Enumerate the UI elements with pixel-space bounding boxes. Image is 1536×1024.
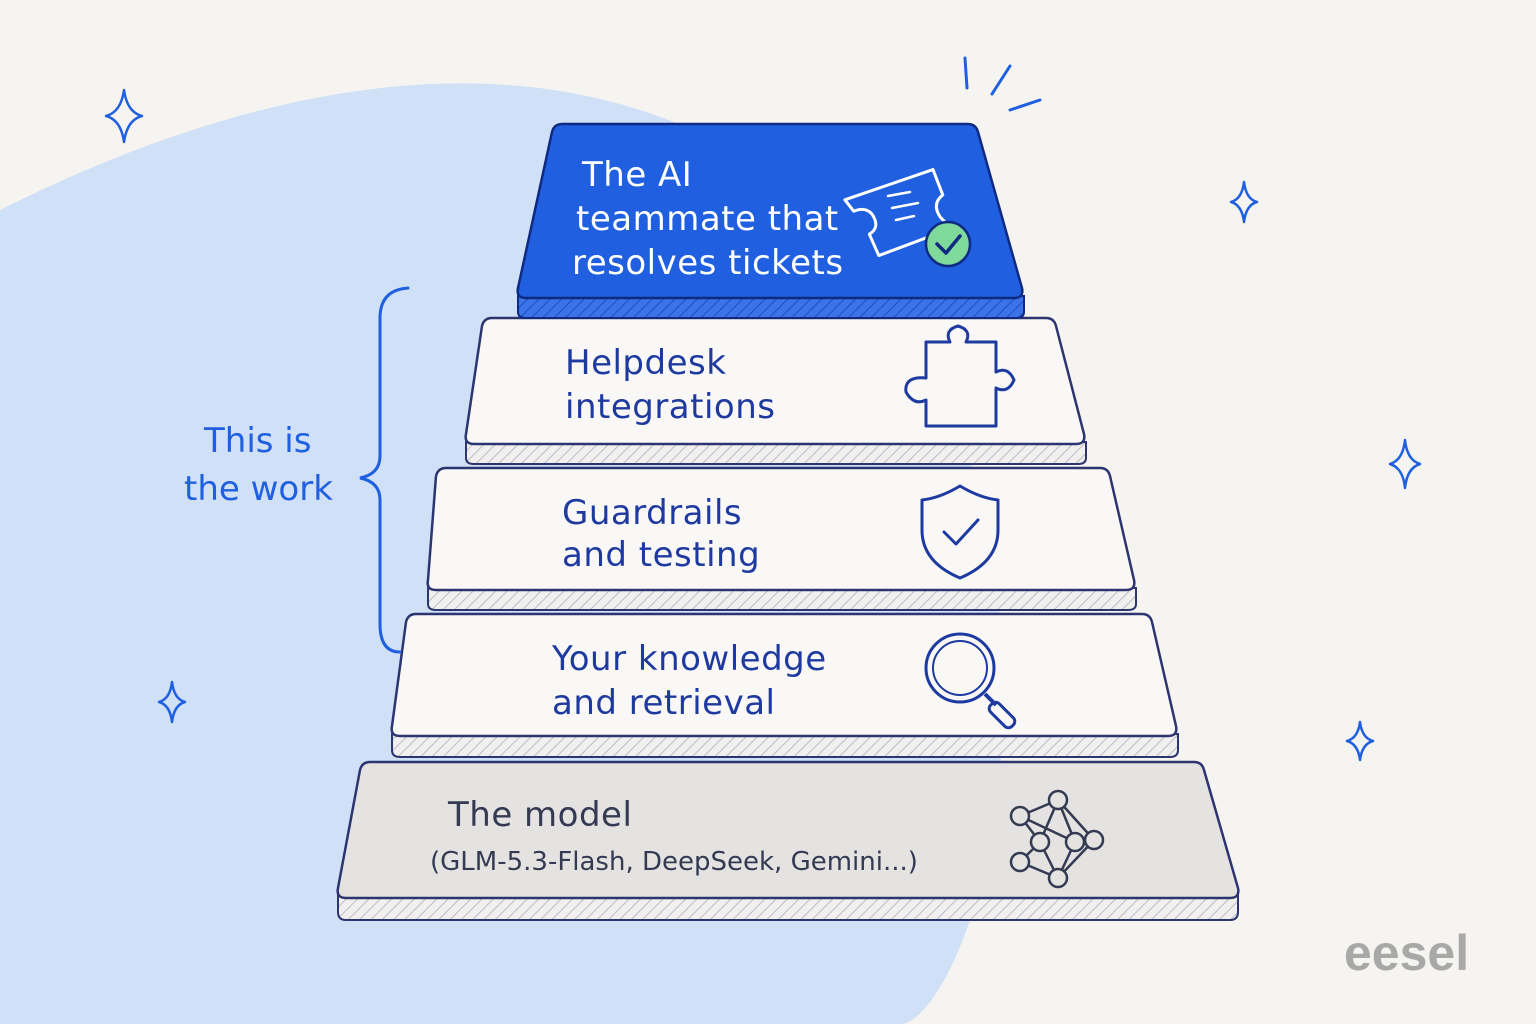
annotation-line1: This is bbox=[203, 421, 311, 461]
puzzle-piece-icon bbox=[904, 324, 1016, 428]
layer-top-line2: teammate that bbox=[576, 199, 839, 239]
layer-top[interactable]: The AI teammate that resolves tickets bbox=[516, 122, 1025, 319]
brand-logo[interactable]: eesel bbox=[1344, 925, 1469, 981]
layer-knowledge-line1: Your knowledge bbox=[551, 639, 827, 679]
check-badge-icon bbox=[924, 220, 972, 268]
sparkle-icon bbox=[157, 680, 187, 724]
layer-model-subtitle: (GLM-5.3-Flash, DeepSeek, Gemini...) bbox=[430, 847, 918, 877]
sparkle-icon bbox=[1229, 180, 1259, 224]
magnifier-icon bbox=[924, 632, 1017, 730]
layer-guardrails-line2: and testing bbox=[562, 535, 760, 575]
layer-guardrails-line1: Guardrails bbox=[562, 493, 742, 533]
layer-integrations: Helpdesk integrations bbox=[464, 316, 1087, 465]
sparkle-icon bbox=[104, 88, 144, 144]
layer-top-line1: The AI bbox=[581, 155, 692, 195]
curly-brace bbox=[359, 286, 410, 654]
neural-network-icon bbox=[1009, 789, 1105, 889]
sparkle-icon bbox=[1388, 438, 1422, 490]
sparkle-icon bbox=[1345, 720, 1375, 762]
layer-integrations-line1: Helpdesk bbox=[565, 343, 726, 383]
emphasis-lines bbox=[963, 56, 1042, 112]
layer-knowledge: Your knowledge and retrieval bbox=[390, 612, 1179, 758]
layer-guardrails: Guardrails and testing bbox=[426, 466, 1137, 611]
layer-model-title: The model bbox=[447, 795, 632, 835]
annotation-line2: the work bbox=[184, 469, 333, 509]
ticket-check-icon bbox=[843, 168, 972, 268]
layer-top-line3: resolves tickets bbox=[572, 243, 844, 283]
layer-model: The model (GLM-5.3-Flash, DeepSeek, Gemi… bbox=[336, 760, 1240, 921]
layer-integrations-line2: integrations bbox=[565, 387, 775, 427]
layer-knowledge-line2: and retrieval bbox=[552, 683, 776, 723]
shield-check-icon bbox=[920, 484, 1000, 580]
